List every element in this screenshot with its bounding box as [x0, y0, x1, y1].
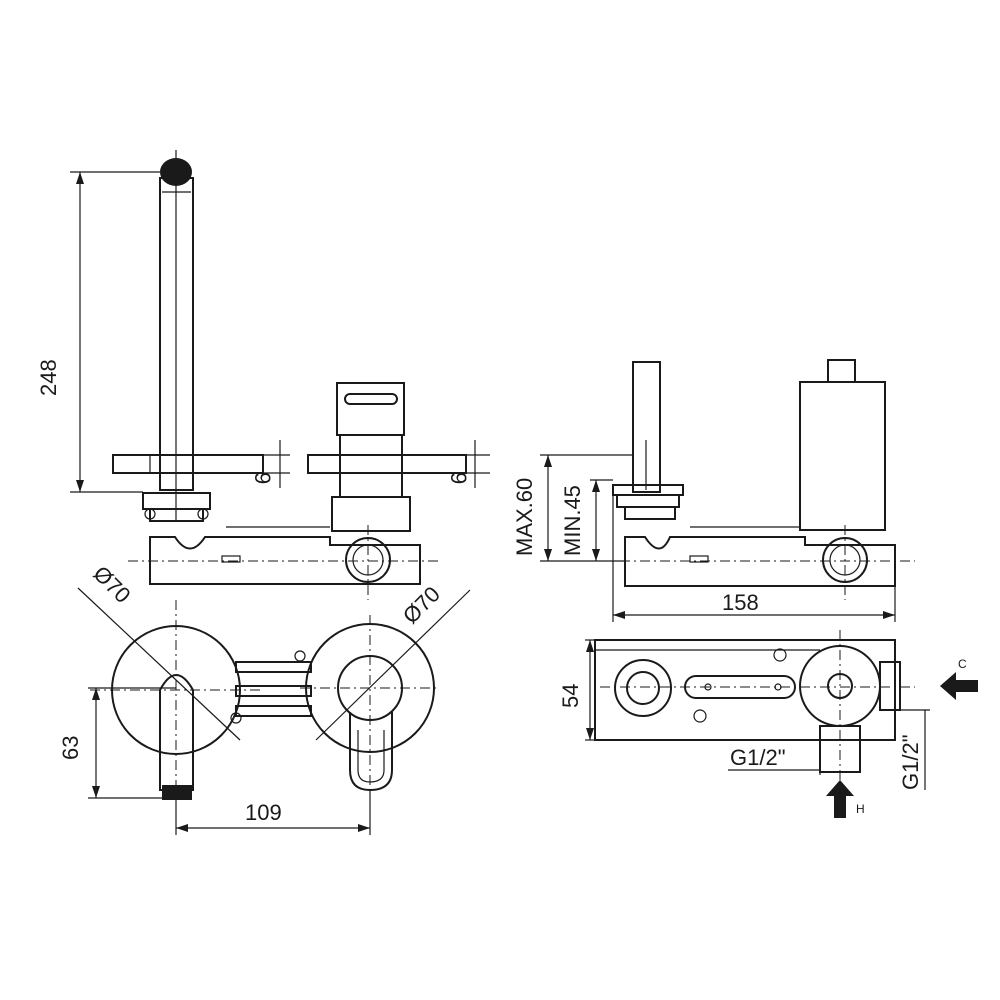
- dimension-cold-connection: G1/2": [898, 709, 930, 790]
- dimension-9-right: 9: [446, 440, 490, 488]
- label-max60: MAX.60: [512, 478, 537, 556]
- label-9-left: 9: [250, 472, 275, 484]
- label-54: 54: [558, 684, 583, 708]
- dimension-63: 63: [58, 687, 176, 799]
- arrow-cold-inlet: C: [940, 657, 978, 700]
- dimension-248: 248: [36, 171, 160, 493]
- label-63: 63: [58, 736, 83, 760]
- dimension-max60: MAX.60: [512, 454, 633, 562]
- dimension-9-left: 9: [250, 440, 290, 488]
- label-9-right: 9: [446, 472, 471, 484]
- dimension-109: 109: [175, 790, 371, 835]
- label-min45: MIN.45: [560, 485, 585, 556]
- side-view: [600, 359, 915, 600]
- front-view-mixer: [307, 382, 467, 532]
- front-view-spout: [112, 150, 264, 522]
- label-cold: C: [958, 657, 967, 671]
- dimension-54: 54: [558, 639, 595, 741]
- label-hot: H: [856, 802, 865, 816]
- label-cold-connection: G1/2": [898, 734, 923, 790]
- label-248: 248: [36, 359, 61, 396]
- top-view-left: [90, 600, 440, 820]
- dimension-hot-connection: G1/2": [728, 740, 821, 775]
- label-hot-connection: G1/2": [730, 745, 786, 770]
- front-view-body: [128, 525, 438, 600]
- dimension-min45: MIN.45: [560, 479, 613, 561]
- label-109: 109: [245, 800, 282, 825]
- arrow-hot-inlet: H: [826, 780, 865, 818]
- label-158: 158: [722, 590, 759, 615]
- label-dia70-left: Ø70: [88, 561, 135, 608]
- dimension-158: 158: [612, 495, 896, 622]
